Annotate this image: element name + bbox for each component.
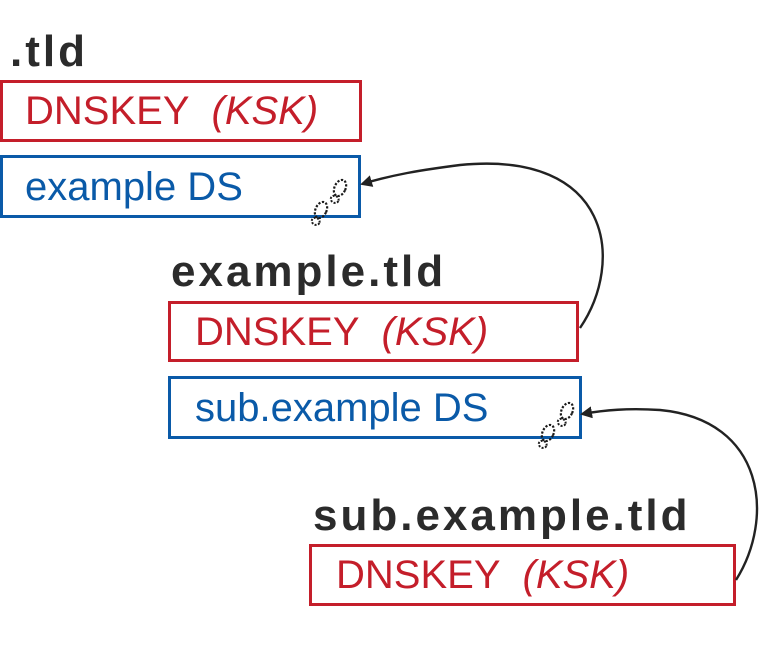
ksk-tag: (KSK) [381, 309, 489, 354]
dnskey-record-sub-example-tld: DNSKEY (KSK) [309, 544, 736, 606]
zone-title-sub-example-tld: sub.example.tld [313, 491, 691, 540]
dnskey-label: DNSKEY [25, 89, 190, 133]
ksk-tag: (KSK) [211, 89, 319, 133]
zone-title-tld: .tld [10, 27, 88, 76]
ds-record-sub-example: sub.example DS [168, 376, 582, 439]
zone-title-example-tld: example.tld [171, 247, 447, 296]
dnskey-record-text: DNSKEY (KSK) [336, 555, 629, 595]
dnskey-record-text: DNSKEY (KSK) [25, 91, 318, 131]
dnskey-record-tld: DNSKEY (KSK) [0, 80, 362, 142]
ds-record-example: example DS [0, 155, 361, 218]
ds-label: example DS [25, 164, 243, 209]
dnskey-label: DNSKEY [195, 309, 360, 354]
dnskey-record-example-tld: DNSKEY (KSK) [168, 301, 579, 362]
dnskey-label: DNSKEY [336, 553, 501, 597]
dnskey-record-text: DNSKEY (KSK) [195, 312, 488, 352]
ds-label: sub.example DS [195, 385, 489, 430]
ksk-tag: (KSK) [522, 553, 630, 597]
